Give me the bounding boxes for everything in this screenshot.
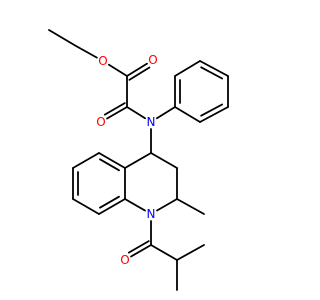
bond-c_amide-o_amide_carbonyl [106, 106, 128, 120]
atom-label-o_amide_carbonyl: O [96, 115, 105, 129]
atom-label-n_amide: N [147, 115, 156, 129]
bond-c7-c8 [72, 198, 100, 215]
atom-label-o_ester_carbonyl: O [148, 53, 157, 67]
bond-ph_meta_top-ph_para-second-line [200, 66, 224, 80]
structure-background [0, 0, 300, 300]
bond-ph_ortho_top-ph_meta_top [174, 60, 201, 77]
bond-layer [48, 29, 229, 291]
bond-c8a-n1 [124, 198, 146, 212]
bond-n1-c2 [156, 198, 178, 212]
atom-label-n1: N [147, 207, 156, 221]
chemical-structure: O O O N N O [0, 0, 300, 300]
bond-n_amide-ph_ipso [156, 106, 176, 120]
atom-label-layer: O O O N N O [96, 53, 157, 267]
bond-ch2_ethyl-o_ether [75, 45, 98, 59]
bond-c_amide-n_amide [126, 106, 146, 120]
bond-c_ester-o_ester_carbonyl-second-line [128, 66, 151, 81]
bond-c3-c4 [150, 152, 178, 169]
atom-label-o_acyl: O [120, 253, 129, 267]
bond-ph_ortho_bottom-ph_ipso [174, 106, 201, 123]
bond-c_acyl-o_acyl [130, 244, 152, 258]
bond-c4a-c5 [98, 152, 126, 169]
bond-methyl_ethyl-ch2_ethyl [48, 29, 77, 47]
bond-c5-c6 [72, 152, 100, 169]
bond-c8-c8a-second-line [99, 195, 120, 209]
bond-ph_meta_bottom-ph_ortho_bottom [199, 106, 229, 123]
bond-c_acyl-o_acyl-second-line [127, 240, 150, 254]
bond-c8-c8a [98, 198, 126, 215]
bond-o_ether-c_ester [108, 63, 128, 77]
atom-label-o_ether: O [98, 54, 107, 68]
bond-c2-methyl_c2 [176, 198, 205, 215]
bond-c_ester-o_ester_carbonyl [126, 62, 148, 77]
bond-ph_meta_top-ph_para [199, 60, 229, 77]
bond-c4-c4a [124, 152, 152, 169]
bond-c_amide-o_amide_carbonyl-second-line [103, 102, 126, 116]
bond-ch_isopropyl-methyl_iso_b [176, 244, 205, 261]
bond-c4a-c5-second-line [99, 158, 120, 172]
bond-c_acyl-ch_isopropyl [150, 244, 178, 261]
bond-ph_meta_bottom-ph_ortho_bottom-second-line [200, 103, 224, 117]
